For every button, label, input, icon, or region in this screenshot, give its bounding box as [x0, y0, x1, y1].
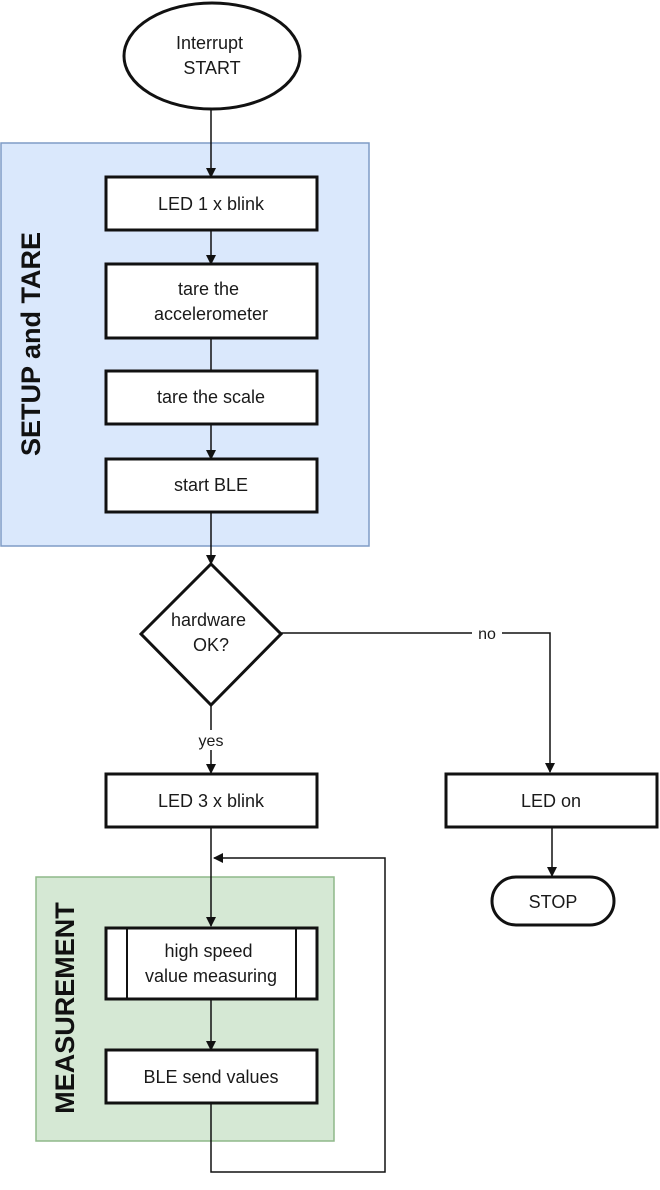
stop-node: STOP [490, 875, 616, 927]
high-speed-measuring-node: high speed value measuring [104, 926, 319, 1001]
edge-hw-ok-no [281, 632, 555, 773]
edge-yes-label-bg [193, 730, 229, 750]
tare-acc-label-line1: tare the [178, 279, 239, 299]
svg-text:Interrupt START: Interrupt START [176, 33, 248, 78]
stop-label: STOP [529, 892, 578, 912]
svg-text:tare the accelerometer: tare the accelerometer [154, 279, 268, 324]
hw-ok-label-line2: OK? [193, 635, 229, 655]
tare-acc-label-line2: accelerometer [154, 304, 268, 324]
ble-send-label: BLE send values [143, 1067, 278, 1087]
tare-accelerometer-node: tare the accelerometer [104, 262, 319, 340]
led1-blink-label: LED 1 x blink [158, 194, 265, 214]
measure-label-line2: value measuring [145, 966, 277, 986]
start-node: Interrupt START [122, 1, 302, 111]
ble-send-values-node: BLE send values [104, 1048, 319, 1105]
tare-scale-node: tare the scale [104, 369, 319, 426]
led3-blink-node: LED 3 x blink [104, 772, 319, 829]
led3-blink-label: LED 3 x blink [158, 791, 265, 811]
start-label-line2: START [183, 58, 240, 78]
svg-text:hardware OK?: hardware OK? [171, 610, 251, 655]
led1-blink-node: LED 1 x blink [104, 175, 319, 232]
tare-scale-label: tare the scale [157, 387, 265, 407]
start-ble-node: start BLE [104, 457, 319, 514]
setup-group-title: SETUP and TARE [16, 232, 46, 456]
hw-ok-label-line1: hardware [171, 610, 246, 630]
edge-yes-label: yes [199, 733, 224, 750]
svg-text:high speed value measuri: high speed value measuring [145, 941, 277, 986]
start-ble-label: start BLE [174, 475, 248, 495]
edge-send-loop-back [210, 853, 386, 1173]
edge-no-label: no [478, 626, 496, 643]
measure-label-line1: high speed [164, 941, 252, 961]
hardware-ok-decision: hardware OK? [138, 561, 284, 708]
edge-no-label-bg [472, 623, 502, 643]
measurement-group-title: MEASUREMENT [50, 902, 80, 1114]
led-on-label: LED on [521, 791, 581, 811]
led-on-node: LED on [444, 772, 659, 829]
start-label-line1: Interrupt [176, 33, 243, 53]
